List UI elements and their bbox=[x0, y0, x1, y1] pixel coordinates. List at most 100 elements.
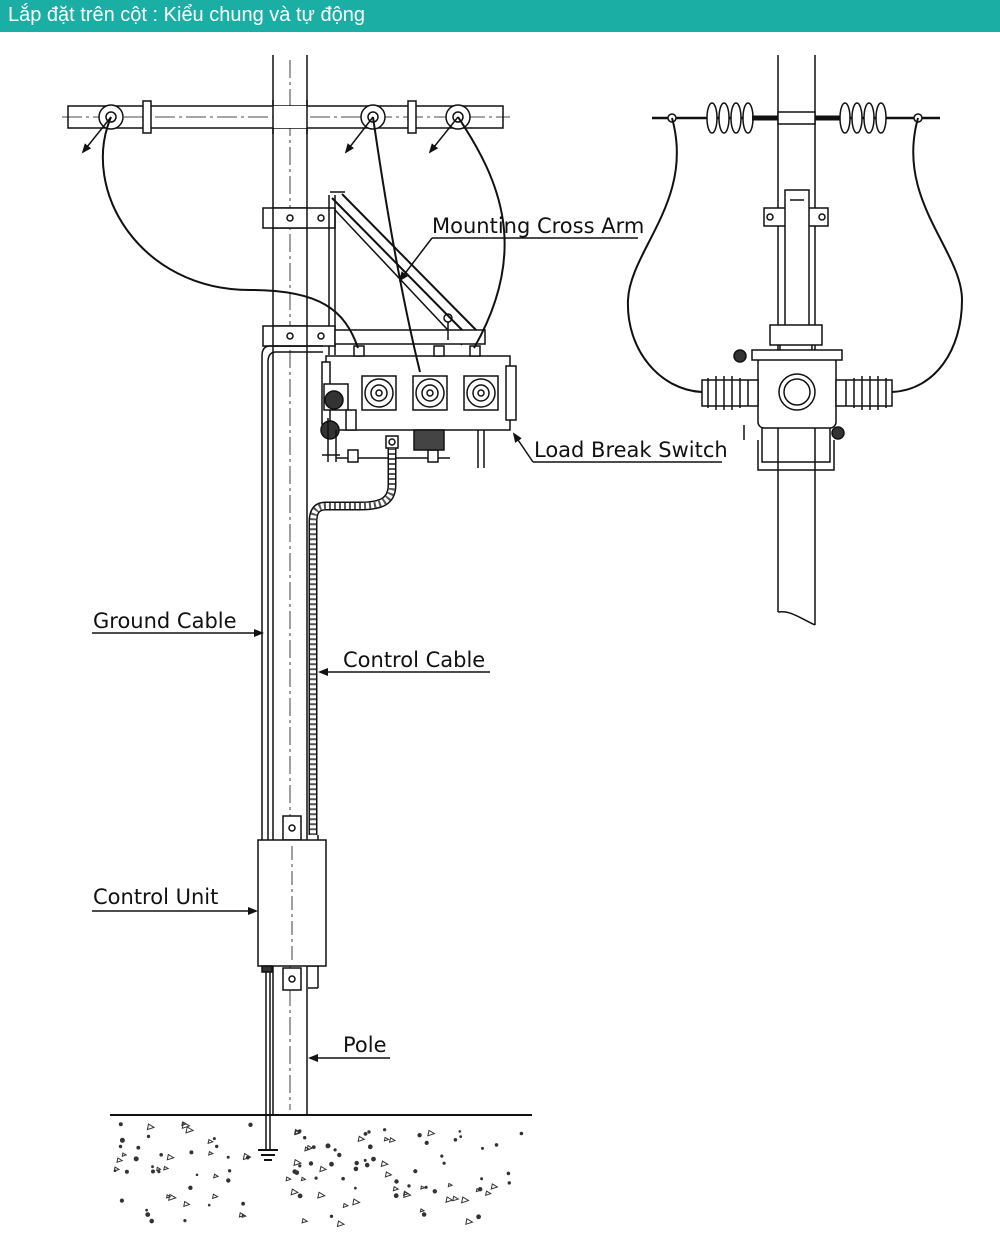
soil-speck bbox=[402, 1190, 410, 1196]
mounting-cross-arm bbox=[330, 191, 486, 346]
soil-speck bbox=[341, 1176, 345, 1181]
header-bar: Lắp đặt trên cột : Kiểu chung và tự động bbox=[0, 0, 1000, 32]
soil-speck bbox=[294, 1129, 302, 1136]
soil-speck bbox=[151, 1165, 154, 1169]
side-view-switch-body bbox=[733, 349, 845, 471]
soil-speck bbox=[156, 1166, 162, 1172]
soil-speck bbox=[212, 1137, 216, 1141]
soil-speck bbox=[333, 1148, 337, 1152]
soil-speck bbox=[507, 1181, 511, 1185]
side-insulator-string-right bbox=[815, 102, 887, 134]
operating-mechanism bbox=[320, 383, 357, 462]
soil-texture bbox=[113, 1121, 524, 1228]
soil-speck bbox=[168, 1193, 177, 1202]
bushing-3 bbox=[463, 375, 499, 411]
soil-speck bbox=[452, 1195, 460, 1202]
soil-speck bbox=[325, 1143, 331, 1149]
hv-cables bbox=[101, 116, 506, 373]
soil-speck bbox=[383, 1136, 390, 1142]
soil-speck bbox=[292, 1169, 298, 1174]
soil-speck bbox=[354, 1160, 359, 1166]
soil-speck bbox=[195, 1173, 199, 1177]
control-cable-label: Control Cable bbox=[343, 648, 485, 672]
soil-speck bbox=[445, 1196, 454, 1203]
soil-speck bbox=[329, 1161, 334, 1167]
soil-speck bbox=[484, 1190, 492, 1197]
soil-speck bbox=[145, 1212, 151, 1217]
soil-speck bbox=[207, 1203, 211, 1207]
soil-speck bbox=[317, 1191, 326, 1199]
soil-speck bbox=[226, 1155, 230, 1159]
soil-speck bbox=[352, 1198, 361, 1206]
soil-speck bbox=[157, 1170, 161, 1174]
side-view-bracket bbox=[763, 189, 829, 360]
soil-speck bbox=[459, 1135, 463, 1138]
soil-speck bbox=[118, 1122, 123, 1127]
soil-speck bbox=[185, 1126, 195, 1134]
soil-speck bbox=[394, 1179, 399, 1184]
soil-speck bbox=[354, 1186, 357, 1190]
control-cable bbox=[308, 448, 397, 835]
soil-speck bbox=[413, 1169, 418, 1174]
soil-speck bbox=[248, 1122, 253, 1128]
soil-speck bbox=[306, 1144, 314, 1151]
soil-speck bbox=[188, 1185, 193, 1191]
soil-speck bbox=[475, 1187, 482, 1193]
pole-label: Pole bbox=[343, 1033, 387, 1057]
soil-speck bbox=[301, 1217, 309, 1224]
soil-speck bbox=[121, 1152, 128, 1157]
soil-speck bbox=[118, 1144, 123, 1149]
load-break-switch-label: Load Break Switch bbox=[534, 438, 728, 462]
soil-speck bbox=[189, 1150, 194, 1155]
soil-speck bbox=[119, 1198, 125, 1203]
soil-speck bbox=[308, 1161, 314, 1166]
soil-speck bbox=[304, 1146, 311, 1152]
soil-speck bbox=[215, 1144, 219, 1149]
soil-speck bbox=[241, 1213, 247, 1219]
soil-speck bbox=[149, 1218, 154, 1224]
soil-speck bbox=[393, 1193, 399, 1199]
soil-speck bbox=[337, 1152, 342, 1158]
soil-speck bbox=[311, 1145, 316, 1149]
soil-speck bbox=[420, 1185, 426, 1190]
mounting-cross-arm-label: Mounting Cross Arm bbox=[432, 214, 644, 238]
soil-speck bbox=[163, 1165, 170, 1171]
soil-speck bbox=[336, 1220, 346, 1228]
soil-speck bbox=[342, 1202, 350, 1209]
soil-speck bbox=[407, 1184, 411, 1188]
soil-speck bbox=[298, 1164, 302, 1168]
soil-speck bbox=[207, 1138, 214, 1145]
soil-speck bbox=[329, 1214, 334, 1219]
soil-speck bbox=[133, 1156, 139, 1162]
soil-speck bbox=[124, 1169, 129, 1174]
soil-speck bbox=[417, 1133, 422, 1138]
soil-speck bbox=[151, 1169, 155, 1174]
soil-speck bbox=[241, 1201, 246, 1206]
soil-speck bbox=[367, 1130, 371, 1134]
control-unit bbox=[257, 839, 327, 973]
soil-speck bbox=[119, 1137, 125, 1143]
soil-speck bbox=[519, 1131, 524, 1136]
soil-speck bbox=[494, 1143, 499, 1147]
soil-speck bbox=[465, 1218, 474, 1226]
soil-speck bbox=[419, 1208, 426, 1213]
soil-speck bbox=[165, 1193, 172, 1199]
side-bushing-left bbox=[701, 376, 759, 410]
soil-speck bbox=[300, 1176, 307, 1182]
soil-speck bbox=[211, 1193, 219, 1200]
soil-speck bbox=[506, 1171, 511, 1176]
soil-speck bbox=[297, 1193, 303, 1199]
side-view-line-arm bbox=[652, 111, 940, 125]
soil-speck bbox=[367, 1144, 373, 1150]
soil-speck bbox=[392, 1185, 400, 1192]
soil-speck bbox=[159, 1153, 163, 1157]
soil-speck bbox=[213, 1173, 220, 1179]
soil-speck bbox=[363, 1158, 367, 1162]
soil-speck bbox=[388, 1137, 397, 1144]
soil-speck bbox=[364, 1162, 370, 1168]
soil-speck bbox=[432, 1189, 437, 1194]
soil-speck bbox=[384, 1171, 393, 1178]
top-cross-arm bbox=[62, 100, 510, 134]
soil-speck bbox=[303, 1136, 307, 1140]
